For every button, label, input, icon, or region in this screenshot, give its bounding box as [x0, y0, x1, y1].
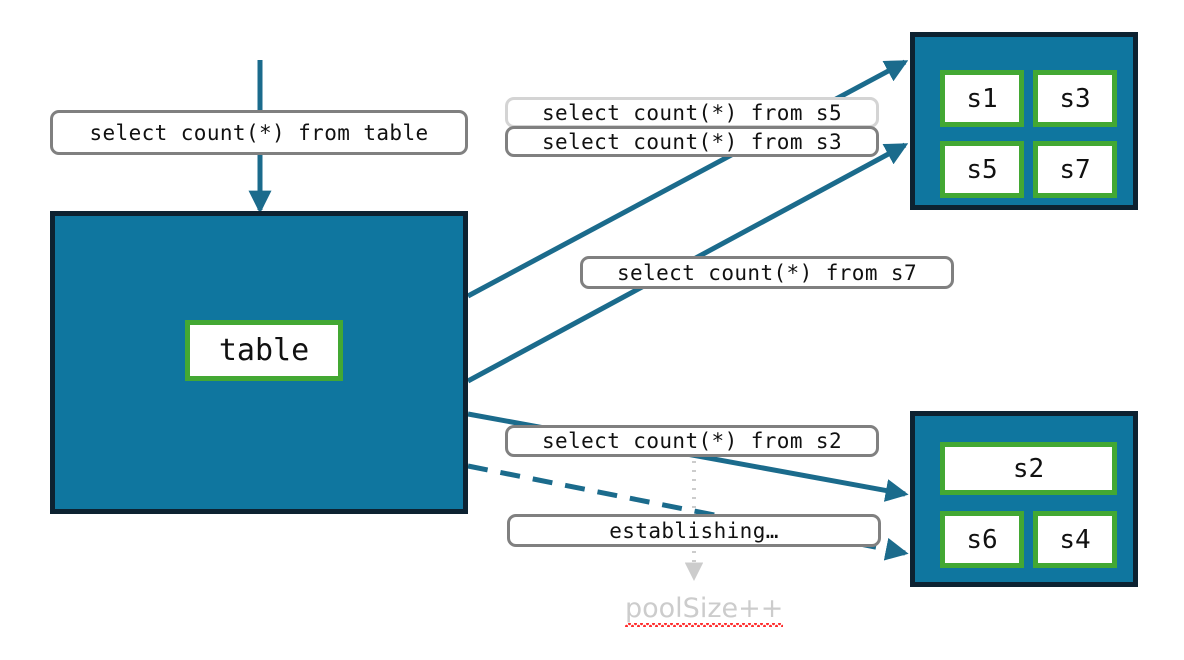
annotation-poolsize-increment: poolSize++: [625, 593, 784, 627]
edge-label-s7: select count(*) from s7: [580, 256, 954, 289]
node-table-label: table: [218, 333, 310, 368]
node-s4-label: s4: [1059, 524, 1091, 555]
source-query-text: select count(*) from table: [89, 120, 429, 145]
edge-label-s7-text: select count(*) from s7: [617, 260, 917, 285]
node-s3-label: s3: [1059, 83, 1091, 114]
edge-label-s2-text: select count(*) from s2: [542, 429, 842, 453]
source-query-label: select count(*) from table: [50, 110, 468, 155]
edge-label-s3: select count(*) from s3: [505, 126, 879, 157]
node-s1[interactable]: s1: [940, 70, 1024, 127]
node-s7[interactable]: s7: [1033, 141, 1117, 198]
edge-label-establishing: establishing…: [507, 514, 881, 547]
node-s6-label: s6: [966, 524, 998, 555]
node-table[interactable]: table: [185, 320, 343, 381]
table-container[interactable]: table: [50, 211, 468, 514]
node-s7-label: s7: [1059, 154, 1091, 185]
edge-label-s5-text: select count(*) from s5: [542, 100, 842, 125]
node-s2-label: s2: [1012, 453, 1045, 484]
node-s6[interactable]: s6: [940, 511, 1024, 568]
node-s3[interactable]: s3: [1033, 70, 1117, 127]
pool-top-container[interactable]: s1 s3 s5 s7: [910, 32, 1138, 210]
pool-bottom-container[interactable]: s2 s6 s4: [910, 411, 1138, 587]
node-s4[interactable]: s4: [1033, 511, 1117, 568]
node-s1-label: s1: [966, 83, 998, 114]
node-s2[interactable]: s2: [940, 442, 1117, 495]
edge-label-s2: select count(*) from s2: [505, 425, 879, 457]
edge-label-s5: select count(*) from s5: [505, 97, 879, 128]
edge-label-s3-text: select count(*) from s3: [542, 129, 842, 154]
node-s5[interactable]: s5: [940, 141, 1024, 198]
annotation-poolsize-text: poolSize++: [625, 593, 784, 627]
node-s5-label: s5: [966, 154, 998, 185]
edge-label-establishing-text: establishing…: [609, 518, 779, 543]
